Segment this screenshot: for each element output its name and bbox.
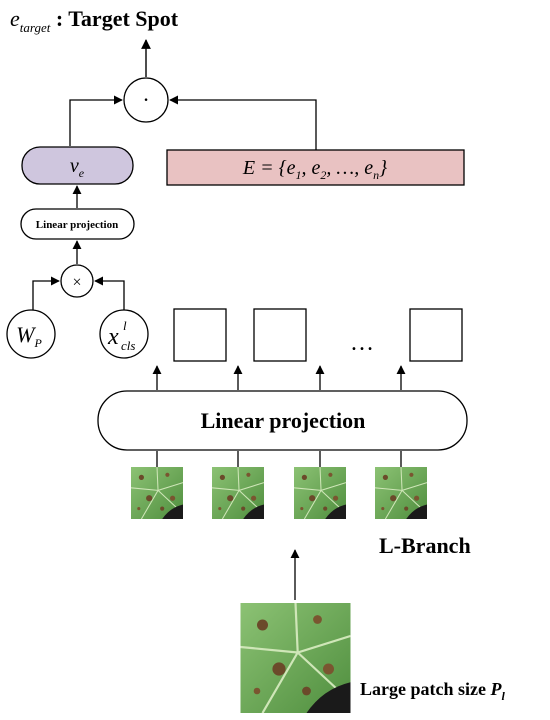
ve-label: ve	[70, 155, 85, 180]
leaf-patch-1	[131, 467, 183, 519]
set-e1-sub: 1	[296, 168, 302, 182]
set-mid: , …,	[326, 157, 364, 179]
ve-base: v	[70, 155, 79, 177]
wp-base: W	[16, 322, 36, 347]
small-linear-projection-box	[20, 208, 135, 240]
wp-sub: P	[33, 336, 42, 350]
set-rhs: }	[379, 157, 387, 179]
xcls-base: x	[107, 324, 119, 350]
token-box-2	[253, 308, 307, 362]
leaf-patch-3	[294, 467, 346, 519]
set-e2-sub: 2	[320, 168, 326, 182]
patch-size-sub: l	[501, 689, 505, 703]
title-subscript: target	[20, 20, 51, 35]
patch-size-text: Large patch size	[360, 679, 490, 699]
xcls-sup: l	[123, 318, 127, 333]
embedding-set-formula: E = {e1, e2, …, en}	[242, 157, 387, 182]
set-en: e	[364, 157, 373, 179]
dot-product-symbol: ·	[142, 87, 149, 112]
set-comma: ,	[302, 157, 312, 179]
big-linear-projection-box	[97, 390, 468, 451]
ve-sub: e	[79, 166, 85, 180]
set-e2: e	[312, 157, 321, 179]
arrow-ve-to-dot	[69, 95, 123, 146]
small-linear-projection-label: Linear projection	[36, 219, 118, 231]
xcls-node	[99, 309, 149, 359]
multiply-node	[60, 264, 94, 298]
token-ellipsis: …	[350, 330, 374, 356]
title-text: : Target Spot	[50, 6, 178, 31]
token-box-1	[173, 308, 227, 362]
wp-node	[6, 309, 56, 359]
set-e1: e	[287, 157, 296, 179]
set-en-sub: n	[373, 168, 379, 182]
multiply-symbol: ×	[72, 274, 81, 291]
ve-node	[21, 146, 134, 185]
diagram-title: etarget : Target Spot	[10, 6, 179, 35]
wp-label: WP	[16, 322, 42, 350]
dot-product-node	[123, 77, 169, 123]
token-box-n	[409, 308, 463, 362]
xcls-sub: cls	[121, 338, 135, 353]
arrow-xcls-to-times	[94, 276, 125, 312]
set-lhs: E = {	[242, 157, 287, 179]
leaf-patch-4	[375, 467, 427, 519]
big-linear-projection-label: Linear projection	[201, 408, 366, 433]
patch-size-label: Large patch size Pl	[360, 679, 505, 703]
arrow-e-to-dot	[169, 95, 317, 150]
branch-label: L-Branch	[379, 533, 471, 558]
large-leaf-patch	[239, 603, 352, 713]
title-prefix: e	[10, 6, 20, 31]
patch-size-var: P	[489, 679, 502, 699]
arrow-wp-to-times	[32, 276, 60, 312]
leaf-patch-2	[212, 467, 264, 519]
embedding-set-box	[166, 149, 465, 186]
